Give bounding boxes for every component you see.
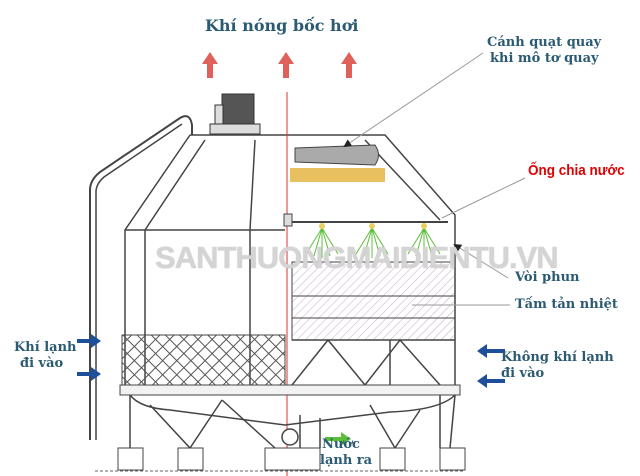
fan-blade [294,144,379,166]
label-fan-line2: khi mô tơ quay [490,51,599,66]
foundations [117,447,466,471]
braces [291,338,455,387]
basin [119,384,461,396]
label-nozzle: Vòi phun [515,270,580,285]
label-fill: Tấm tản nhiệt [515,297,618,312]
spray-nozzles [305,223,441,258]
title-hot-air: Khí nóng bốc hơi [205,16,359,35]
label-air-in-right-line2: đi vào [501,366,545,381]
up-arrow-icon [278,52,294,78]
cold-air-arrows [77,334,505,388]
label-water-out-line2: lạnh ra [320,453,373,468]
fan-bar [290,168,385,182]
hot-air-arrows [202,52,357,78]
left-arrow-icon [477,344,505,358]
up-arrow-icon [202,52,218,78]
motor [209,93,261,135]
label-fan-line1: Cánh quạt quay [487,35,602,50]
label-air-in-left-line1: Khí lạnh [14,340,77,355]
watermark: SANTHUONGMAIDIENTU.VN [155,240,559,275]
right-arrow-icon [77,334,101,348]
leader-lines [343,52,526,306]
right-arrow-icon [77,367,101,381]
label-water-out-line1: Nước [322,437,360,452]
fill-media [291,261,456,341]
outlet-valve [281,428,299,446]
up-arrow-icon [341,52,357,78]
air-inlet-louver [121,334,286,386]
left-arrow-icon [477,374,505,388]
label-distribution-pipe: Ống chia nước [528,162,625,179]
water-out-arrow-icon [325,432,351,446]
label-air-in-right-line1: Không khí lạnh [501,350,614,365]
label-air-in-left-line2: đi vào [20,356,64,371]
